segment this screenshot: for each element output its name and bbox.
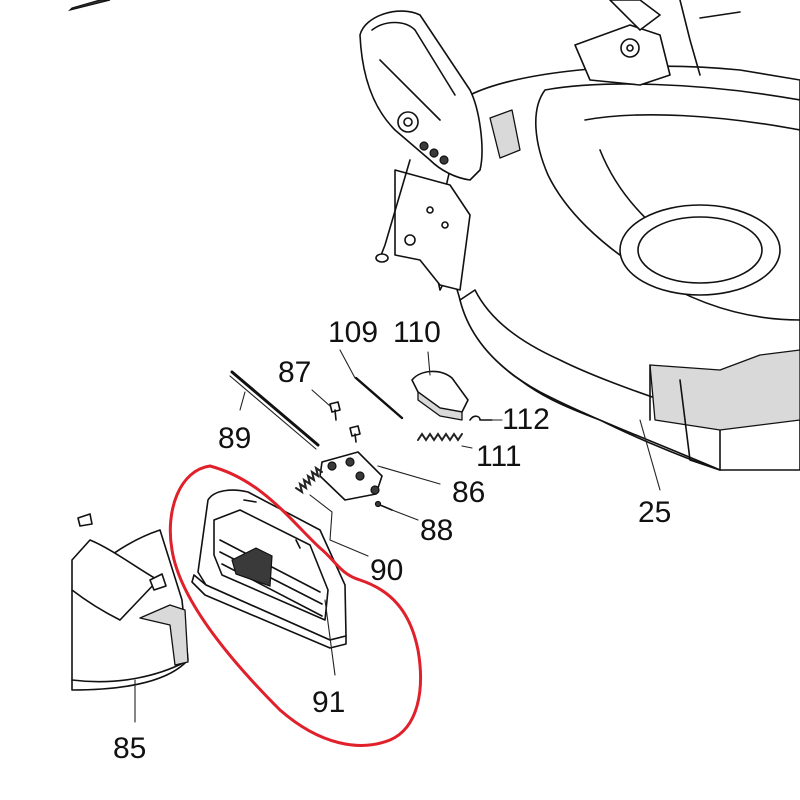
callout-89: 89 bbox=[218, 422, 251, 455]
hinge-bracket-part-86 bbox=[319, 451, 383, 501]
rod-part-109 bbox=[354, 376, 404, 420]
callout-25: 25 bbox=[638, 496, 671, 529]
leader-lines bbox=[134, 349, 661, 723]
rod-part-89 bbox=[229, 370, 320, 450]
callout-110: 110 bbox=[393, 316, 441, 349]
pin-part-112 bbox=[469, 415, 493, 421]
callout-90: 90 bbox=[370, 554, 403, 587]
callout-109: 109 bbox=[328, 316, 378, 349]
rear-chute-part-85 bbox=[71, 513, 189, 691]
callout-86: 86 bbox=[452, 476, 485, 509]
callout-85: 85 bbox=[113, 732, 146, 765]
callout-87: 87 bbox=[278, 356, 311, 389]
rear-flap-part-91 bbox=[191, 489, 347, 649]
highlight-outline bbox=[168, 464, 422, 747]
spring-part-90 bbox=[295, 465, 333, 541]
spring-part-111 bbox=[417, 432, 463, 442]
latch-cover-part-110 bbox=[411, 370, 469, 421]
callout-88: 88 bbox=[420, 514, 453, 547]
screw-part-88 bbox=[374, 500, 393, 511]
callout-112: 112 bbox=[502, 403, 550, 436]
callout-111: 111 bbox=[476, 440, 522, 473]
bolts-part-87 bbox=[329, 401, 361, 443]
mower-deck-part-25 bbox=[68, 0, 800, 471]
callout-91: 91 bbox=[312, 686, 345, 719]
